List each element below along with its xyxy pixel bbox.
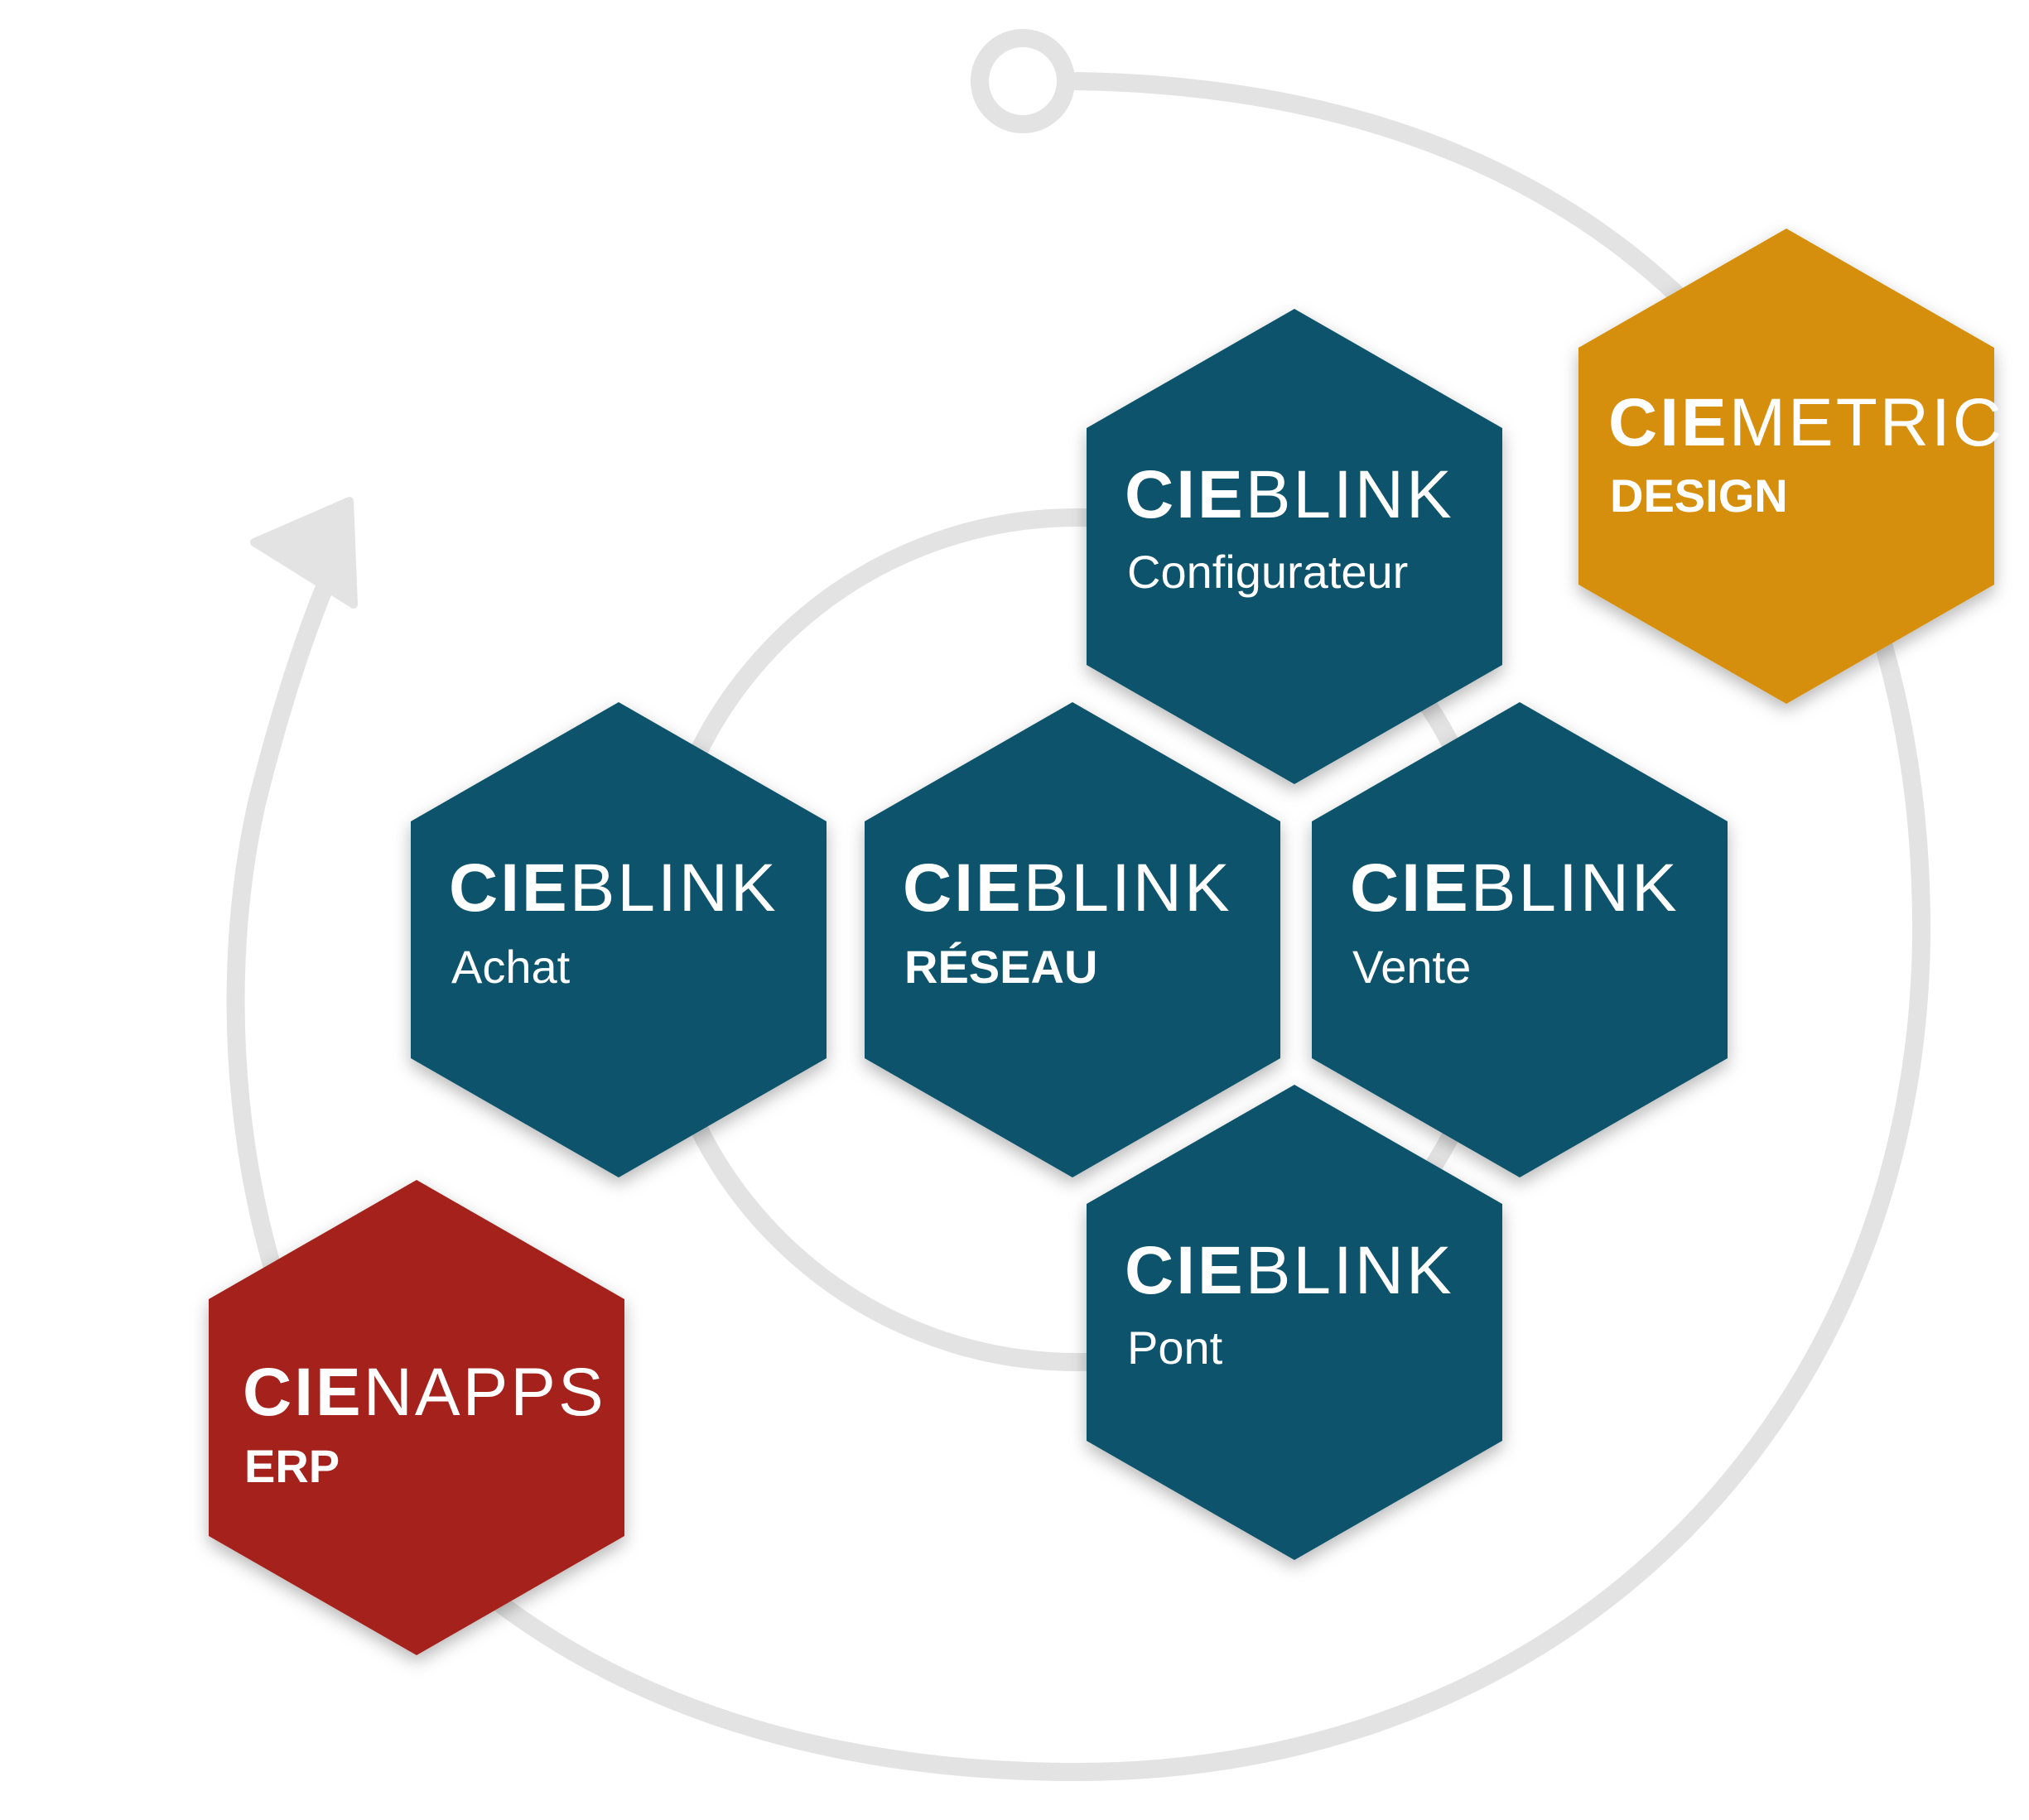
hex-subtitle: Achat [451, 941, 571, 993]
hex-title: CIEBLINK [1125, 1233, 1454, 1308]
hex-ciemetric-design: CIEMETRIC DESIGN [1578, 229, 2004, 704]
hex-title: CIEBLINK [903, 850, 1232, 926]
hex-subtitle: Configurateur [1127, 546, 1408, 598]
cycle-arrow-icon [250, 497, 358, 609]
hex-title: CIEMETRIC [1608, 385, 2004, 460]
hex-cieblink-configurateur: CIEBLINK Configurateur [1087, 309, 1502, 784]
hex-subtitle: Pont [1127, 1322, 1223, 1374]
hex-title: CIEBLINK [1350, 850, 1680, 926]
hex-title: CIEBLINK [1125, 457, 1454, 532]
hex-subtitle: Vente [1352, 941, 1471, 993]
hex-subtitle: ERP [244, 1440, 340, 1492]
hex-subtitle: DESIGN [1610, 469, 1788, 522]
cycle-start-circle [971, 29, 1075, 133]
hex-subtitle: RÉSEAU [904, 941, 1097, 993]
hex-cieblink-reseau: CIEBLINK RÉSEAU [865, 702, 1280, 1177]
hex-title: CIENAPPS [243, 1355, 606, 1430]
hex-cieblink-pont: CIEBLINK Pont [1087, 1085, 1502, 1560]
hex-title: CIEBLINK [449, 850, 778, 926]
hex-cieblink-vente: CIEBLINK Vente [1312, 702, 1728, 1177]
hex-cieblink-achat: CIEBLINK Achat [411, 702, 827, 1177]
hex-cienapps-erp: CIENAPPS ERP [209, 1180, 624, 1655]
